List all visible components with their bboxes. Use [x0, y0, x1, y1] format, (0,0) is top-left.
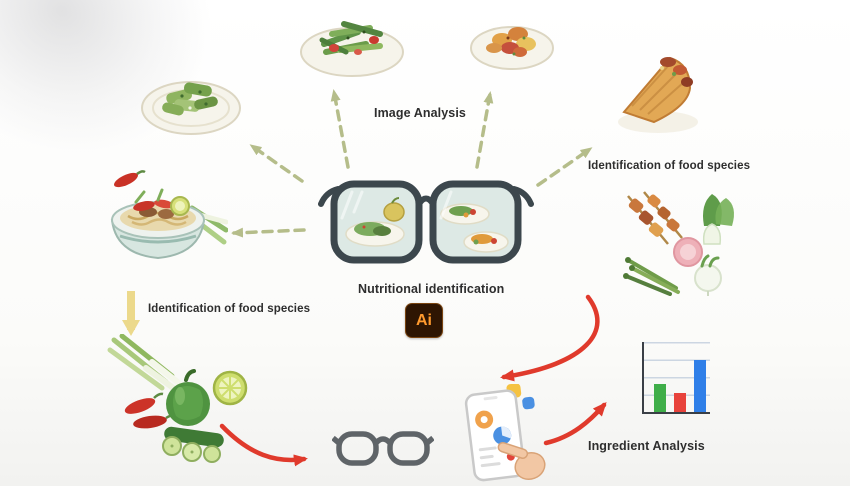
pointing-hand	[497, 441, 546, 480]
smart-glasses-illustration	[318, 170, 534, 272]
label-image-analysis: Image Analysis	[374, 106, 466, 120]
bar-chart-bars	[654, 342, 706, 412]
stirfry-dish-illustration	[468, 8, 556, 74]
label-identification-right: Identification of food species	[588, 160, 751, 172]
phone-app-illustration	[450, 384, 546, 484]
cucumber-dish-illustration	[138, 58, 244, 144]
skewers-veggies-illustration	[612, 188, 738, 296]
simple-glasses-illustration	[332, 420, 434, 478]
chart-bar	[694, 360, 706, 412]
bar-chart	[634, 338, 712, 422]
arrow-to-noodle-bowl	[231, 227, 306, 238]
label-nutritional-identification: Nutritional identification	[358, 282, 505, 296]
noodle-bowl-illustration	[100, 150, 228, 276]
lens-food-left	[345, 197, 405, 247]
lens-food-right	[440, 203, 509, 253]
arrow-to-topleft-dish	[249, 144, 304, 183]
label-ingredient-analysis: Ingredient Analysis	[588, 439, 705, 453]
green-bean-dish-illustration	[296, 4, 408, 80]
bar-chart-plot	[642, 342, 710, 414]
chart-bar	[654, 384, 666, 412]
crepe-dish-illustration	[610, 48, 706, 140]
raw-vegetables-illustration	[106, 334, 258, 466]
red-arrow-to-chart	[543, 401, 607, 446]
label-identification-left: Identification of food species	[148, 303, 311, 315]
chart-bar	[674, 393, 686, 412]
arrow-to-topright-dish	[475, 91, 494, 169]
arrow-to-crepe	[536, 147, 593, 187]
arrow-to-topcenter-dish	[330, 89, 350, 169]
bok-choy	[702, 194, 734, 245]
adobe-ai-logo: Ai	[405, 303, 443, 338]
red-arrow-to-phone	[500, 294, 600, 382]
